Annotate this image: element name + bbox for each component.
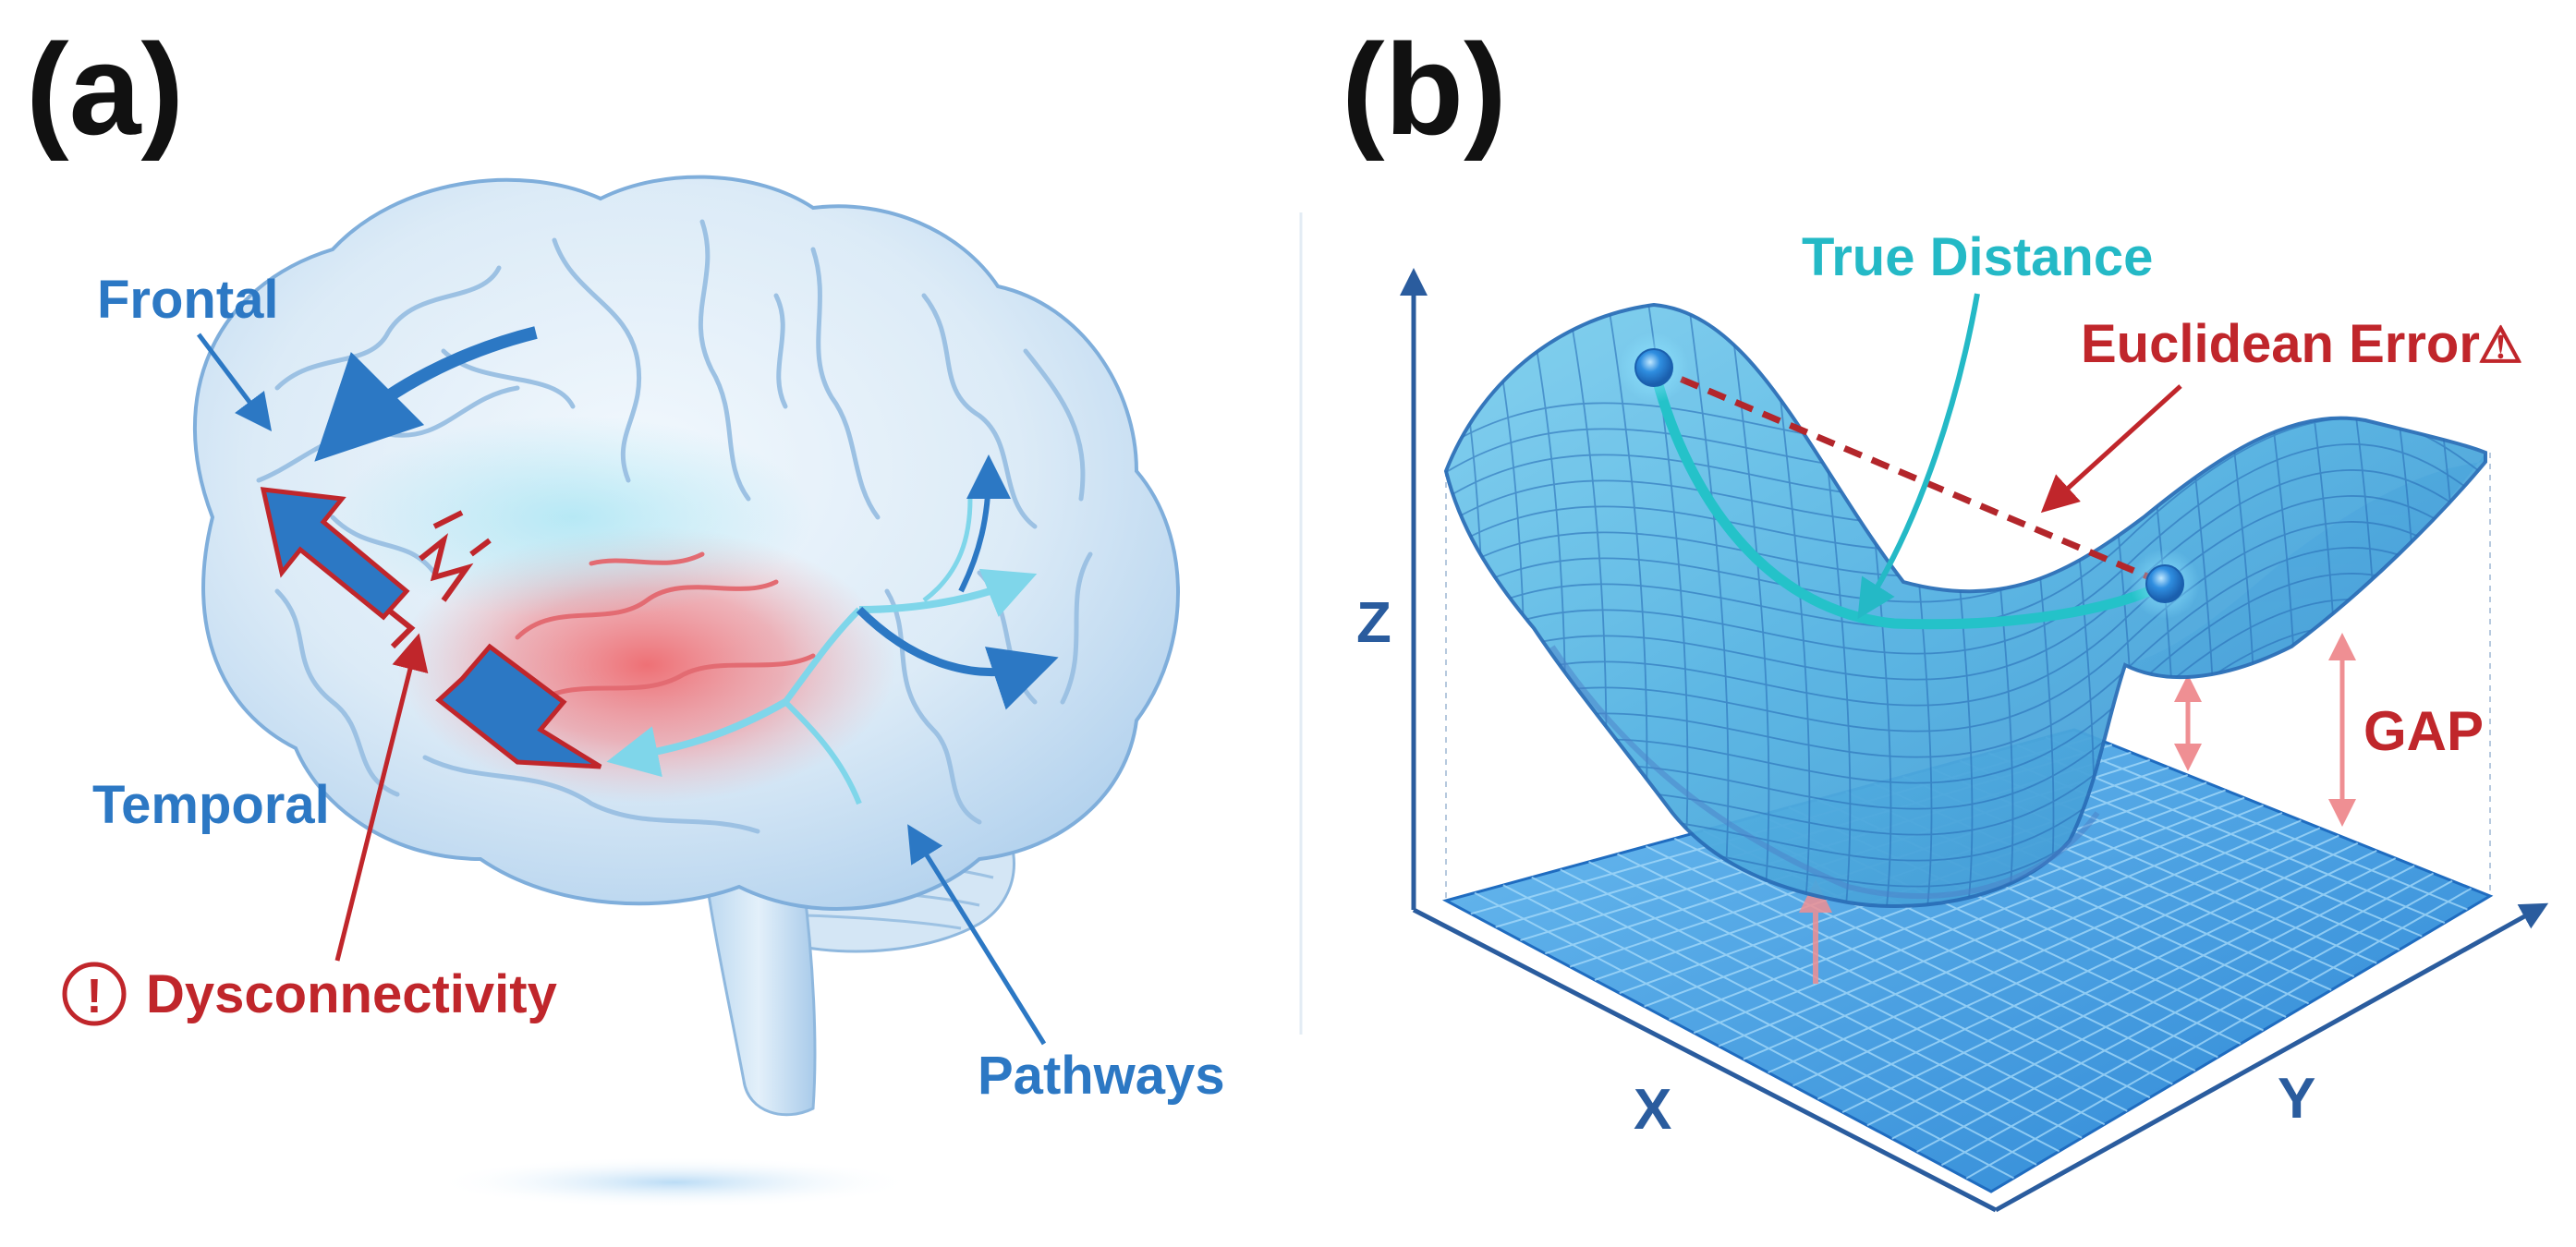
pathway-lines (606, 454, 1059, 805)
x-axis (1412, 907, 1998, 1213)
panel-b-letter: (b) (1342, 17, 1507, 162)
warning-triangle-icon: ⚠ (2478, 318, 2522, 373)
true-distance-pointer (1857, 293, 1980, 620)
endpoint-start (1619, 333, 1689, 403)
label-frontal: Frontal (97, 270, 279, 330)
temporal-folds (515, 551, 816, 705)
x-axis-label: X (1634, 1078, 1671, 1142)
projection-guides (1445, 453, 2491, 901)
endpoint-end (2130, 549, 2200, 619)
frontal-curved-arrow (314, 326, 538, 462)
label-pathways: Pathways (978, 1046, 1225, 1106)
euclidean-line (1652, 364, 2167, 587)
geodesic-path (1648, 362, 2170, 630)
label-euclidean-error: Euclidean Error (2081, 314, 2480, 374)
label-gap: GAP (2363, 700, 2484, 762)
y-axis (1994, 902, 2549, 1213)
brain-stem (700, 847, 817, 1117)
brain-shadow (434, 1156, 915, 1208)
projection-arrows (1799, 633, 2356, 984)
pathways-pointer (907, 824, 1047, 1046)
exclamation-circle-icon (62, 962, 127, 1026)
panel-a-letter: (a) (26, 17, 184, 162)
label-dysconnectivity: Dysconnectivity (146, 964, 557, 1024)
dysconnected-arrow (260, 487, 602, 769)
panel-a: (a) (26, 17, 1225, 1208)
y-axis-label: Y (2278, 1067, 2315, 1131)
dysconnectivity-pointer (334, 633, 429, 962)
label-true-distance: True Distance (1802, 227, 2153, 287)
alert-glyph: ! (86, 970, 102, 1023)
frontal-pointer (197, 333, 273, 431)
z-axis-label: Z (1356, 591, 1391, 655)
alert-badge: ! (62, 962, 127, 1026)
panel-b: (b) Z X Y (1342, 17, 2549, 1213)
label-temporal: Temporal (92, 775, 330, 835)
euclidean-error-pointer (2040, 384, 2182, 514)
cyan-glow (333, 416, 813, 619)
